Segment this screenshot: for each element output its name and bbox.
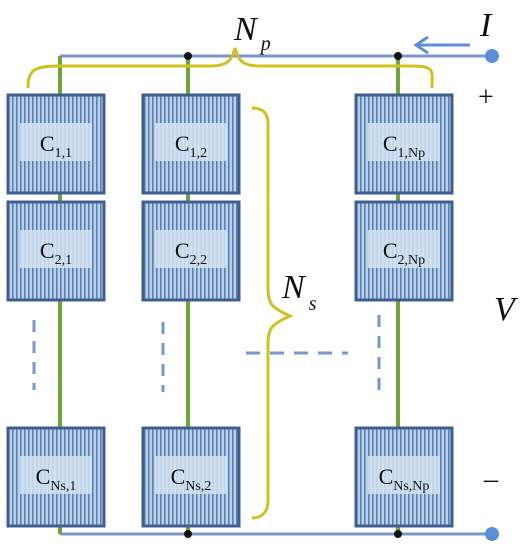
cell-label: CNs,2 (171, 464, 212, 494)
plus-sign: + (478, 82, 494, 113)
cell-label: C2,2 (175, 238, 207, 268)
cell-block: CNs,2 (141, 426, 241, 528)
current-arrow-icon (413, 35, 470, 55)
cell-block: C2,Np (354, 200, 454, 302)
cell-block: C1,1 (6, 93, 106, 195)
series-brace (251, 106, 294, 520)
junction-dot (394, 52, 402, 60)
junction-dot (184, 530, 192, 538)
negative-terminal (485, 527, 499, 541)
cell-label: CNs,1 (36, 464, 77, 494)
cell-block: CNs,1 (6, 426, 106, 528)
cell-label: C1,Np (383, 131, 425, 161)
cell-label: C2,1 (40, 238, 72, 268)
junction-dot (184, 52, 192, 60)
positive-terminal (485, 49, 499, 63)
cell-label: C1,1 (40, 131, 72, 161)
cell-block: C1,2 (141, 93, 241, 195)
minus-sign: – (483, 464, 499, 495)
cell-label: C1,2 (175, 131, 207, 161)
junction-dot (394, 530, 402, 538)
cell-label: CNs,Np (379, 464, 430, 494)
cell-block: C2,1 (6, 200, 106, 302)
cell-label: C2,Np (383, 238, 425, 268)
cell-block: C2,2 (141, 200, 241, 302)
cell-block: C1,Np (354, 93, 454, 195)
cell-block: CNs,Np (354, 426, 454, 528)
voltage-label: V (494, 291, 519, 328)
parallel-brace (26, 47, 434, 89)
current-label: I (479, 7, 493, 44)
